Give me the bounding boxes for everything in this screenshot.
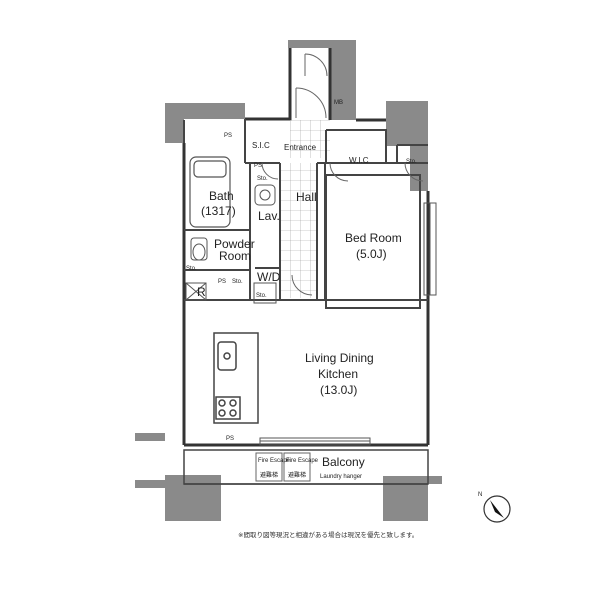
lav-label: Lav. — [258, 209, 280, 223]
ldk-label-1: Living Dining — [305, 351, 374, 365]
ldk-label-2: Kitchen — [318, 367, 358, 381]
fire-escape-hatches — [255, 452, 311, 482]
refrigerator-label: R — [197, 285, 206, 299]
sto-label: Sto. — [256, 293, 267, 299]
fire-escape-jp: 避難梯 — [260, 471, 278, 479]
compass-label: N — [478, 492, 482, 498]
ps-label: PS — [224, 133, 232, 139]
footnote: ※間取り図等現況と相違がある場合は現況を優先と致します。 — [238, 531, 419, 539]
wd-label: W/D — [257, 270, 281, 284]
mb-label: MB — [334, 100, 343, 106]
bath-label: Bath — [209, 189, 234, 203]
washbasin — [254, 184, 276, 206]
fire-escape-jp: 避難梯 — [288, 471, 306, 479]
entrance-label: Entrance — [284, 143, 317, 152]
ldk-size: (13.0J) — [320, 383, 357, 397]
sto-label: Sto. — [186, 266, 197, 272]
ps-label: PS — [226, 436, 234, 442]
sto-label: Sto. — [406, 159, 417, 165]
sto-label: Sto. — [257, 176, 268, 182]
fire-escape-label: Fire Escape — [286, 458, 319, 464]
balcony-label: Balcony — [322, 455, 365, 469]
toilet — [190, 237, 208, 261]
washer — [253, 282, 277, 304]
powder-label: Powder — [214, 237, 255, 251]
outline-walls — [182, 48, 430, 447]
bedroom-size: (5.0J) — [356, 247, 387, 261]
balcony-window — [259, 437, 371, 446]
entrance-tiles — [290, 120, 330, 158]
bedroom-outline — [325, 174, 421, 309]
north-arrow-icon: N — [478, 492, 511, 523]
bath-size: (1317) — [201, 204, 236, 218]
sto-label: Sto. — [232, 279, 243, 285]
kitchen-counter — [213, 332, 259, 424]
ps-label: PS — [218, 279, 226, 285]
balcony-area — [183, 449, 429, 485]
refrigerator — [185, 282, 207, 301]
bedroom-label: Bed Room — [345, 231, 402, 245]
wic-label: W.I.C — [349, 156, 369, 165]
hall-tiles — [280, 163, 317, 298]
powder-label-room: Room — [219, 249, 251, 263]
bedroom-window — [423, 202, 437, 296]
ps-label: PS — [254, 163, 262, 169]
bathtub — [189, 156, 231, 228]
fire-escape-label: Fire Escape — [258, 458, 291, 464]
sic-label: S.I.C — [252, 141, 270, 150]
laundry-label: Laundry hanger — [320, 474, 362, 480]
hall-label: Hall — [296, 190, 317, 204]
door-swings — [261, 53, 424, 296]
